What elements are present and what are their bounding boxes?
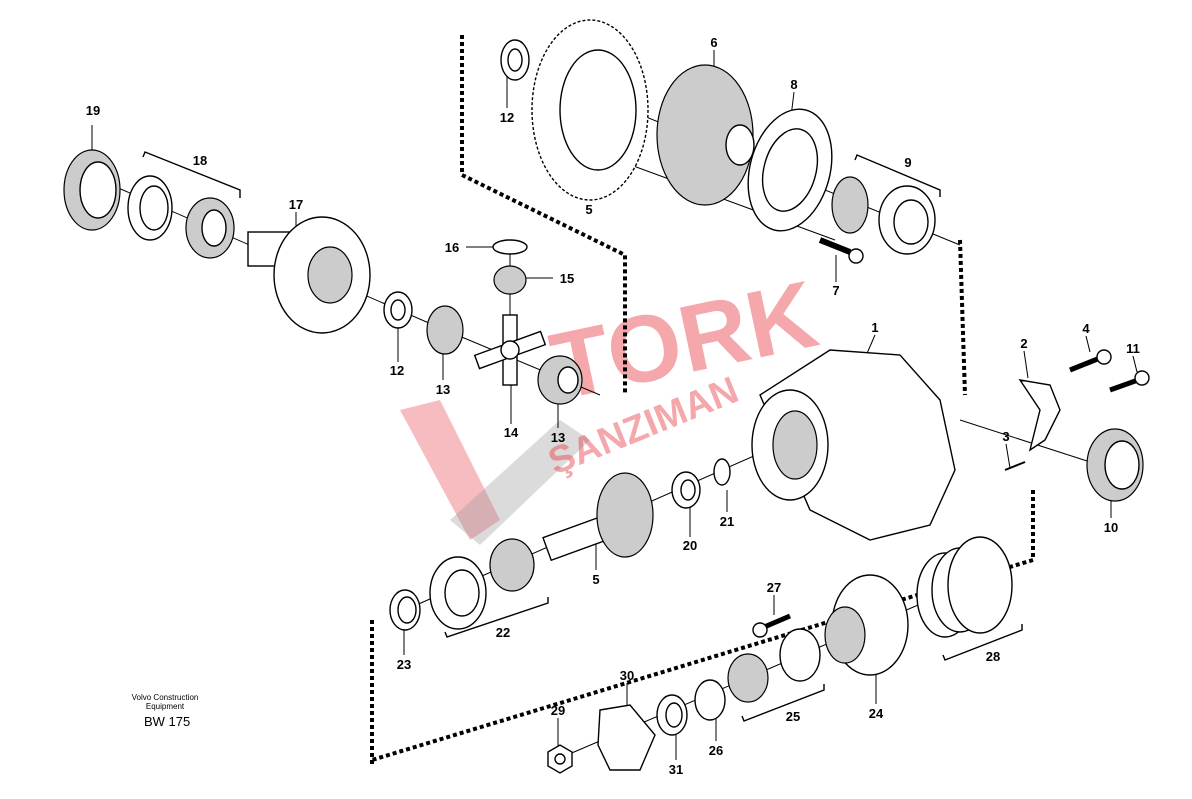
part-21-lock-washer xyxy=(713,458,731,486)
label-13: 13 xyxy=(436,382,450,397)
part-18-bearing xyxy=(127,175,235,259)
part-31-seal xyxy=(656,694,688,736)
part-26-spacer xyxy=(694,679,726,721)
label-13b: 13 xyxy=(551,430,565,445)
diagram-code: BW 175 xyxy=(144,714,191,729)
label-10: 10 xyxy=(1104,520,1118,535)
part-30-yoke-flange xyxy=(597,704,656,771)
part-5-crown-wheel xyxy=(531,19,649,201)
label-24: 24 xyxy=(869,706,884,721)
label-26: 26 xyxy=(709,743,723,758)
part-16-washer xyxy=(492,239,528,255)
part-13-side-gear xyxy=(426,305,464,355)
part-15-pinion-gear xyxy=(493,265,527,295)
label-19: 19 xyxy=(86,103,100,118)
part-14-spider xyxy=(473,314,547,386)
label-29: 29 xyxy=(551,703,565,718)
part-7-bolt xyxy=(818,237,864,264)
label-28: 28 xyxy=(986,649,1000,664)
label-18: 18 xyxy=(193,153,207,168)
part-29-nut xyxy=(547,744,573,774)
label-27: 27 xyxy=(767,580,781,595)
label-14: 14 xyxy=(504,425,519,440)
label-16: 16 xyxy=(445,240,459,255)
label-12b: 12 xyxy=(500,110,514,125)
label-7: 7 xyxy=(832,283,839,298)
part-6-differential-case xyxy=(656,64,755,206)
label-12: 12 xyxy=(390,363,404,378)
part-13-side-gear-2 xyxy=(537,355,583,405)
part-12-thrust-washer xyxy=(383,291,413,329)
part-2-bracket xyxy=(1018,379,1061,452)
group-brackets xyxy=(142,151,1023,722)
label-25: 25 xyxy=(786,709,800,724)
part-5-pinion xyxy=(542,472,654,562)
part-labels: 19 18 17 12 13 16 15 14 13 12 5 6 8 9 7 … xyxy=(86,35,1140,777)
part-11-bolt xyxy=(1109,370,1150,393)
parts xyxy=(63,19,1150,774)
label-15: 15 xyxy=(560,271,574,286)
label-22: 22 xyxy=(496,625,510,640)
part-1-axle-housing xyxy=(751,349,956,541)
part-3-pin xyxy=(1004,461,1026,471)
part-9-bearing xyxy=(831,176,936,255)
part-10-ring xyxy=(1086,428,1144,502)
part-22-bearing xyxy=(429,538,535,630)
label-5b: 5 xyxy=(592,572,599,587)
part-20-bearing xyxy=(671,471,701,509)
label-20: 20 xyxy=(683,538,697,553)
label-17: 17 xyxy=(289,197,303,212)
publisher-credit: Volvo Construction Equipment xyxy=(120,693,210,711)
label-23: 23 xyxy=(397,657,411,672)
credit-line-1: Volvo Construction xyxy=(131,693,199,702)
label-21: 21 xyxy=(720,514,734,529)
part-8-lock-plate xyxy=(747,108,833,232)
part-27-bolt xyxy=(752,613,791,638)
label-2: 2 xyxy=(1020,336,1027,351)
label-30: 30 xyxy=(620,668,634,683)
credit-line-2: Equipment xyxy=(145,702,185,711)
label-31: 31 xyxy=(669,762,683,777)
label-9: 9 xyxy=(904,155,911,170)
label-8: 8 xyxy=(790,77,797,92)
part-24-bearing-housing xyxy=(824,574,909,676)
part-12-washer-top xyxy=(500,39,530,81)
label-1: 1 xyxy=(871,320,878,335)
part-17-differential-housing xyxy=(247,216,371,334)
part-28-shims xyxy=(916,536,1013,638)
label-11: 11 xyxy=(1126,341,1140,356)
label-4: 4 xyxy=(1082,321,1090,336)
part-4-bolt xyxy=(1069,349,1112,373)
part-19-ring-nut xyxy=(63,149,121,231)
part-25-bearing xyxy=(727,628,821,703)
group-borders xyxy=(370,35,1035,765)
part-23-seal xyxy=(389,589,421,631)
label-5: 5 xyxy=(585,202,592,217)
label-6: 6 xyxy=(710,35,717,50)
label-3: 3 xyxy=(1002,429,1009,444)
